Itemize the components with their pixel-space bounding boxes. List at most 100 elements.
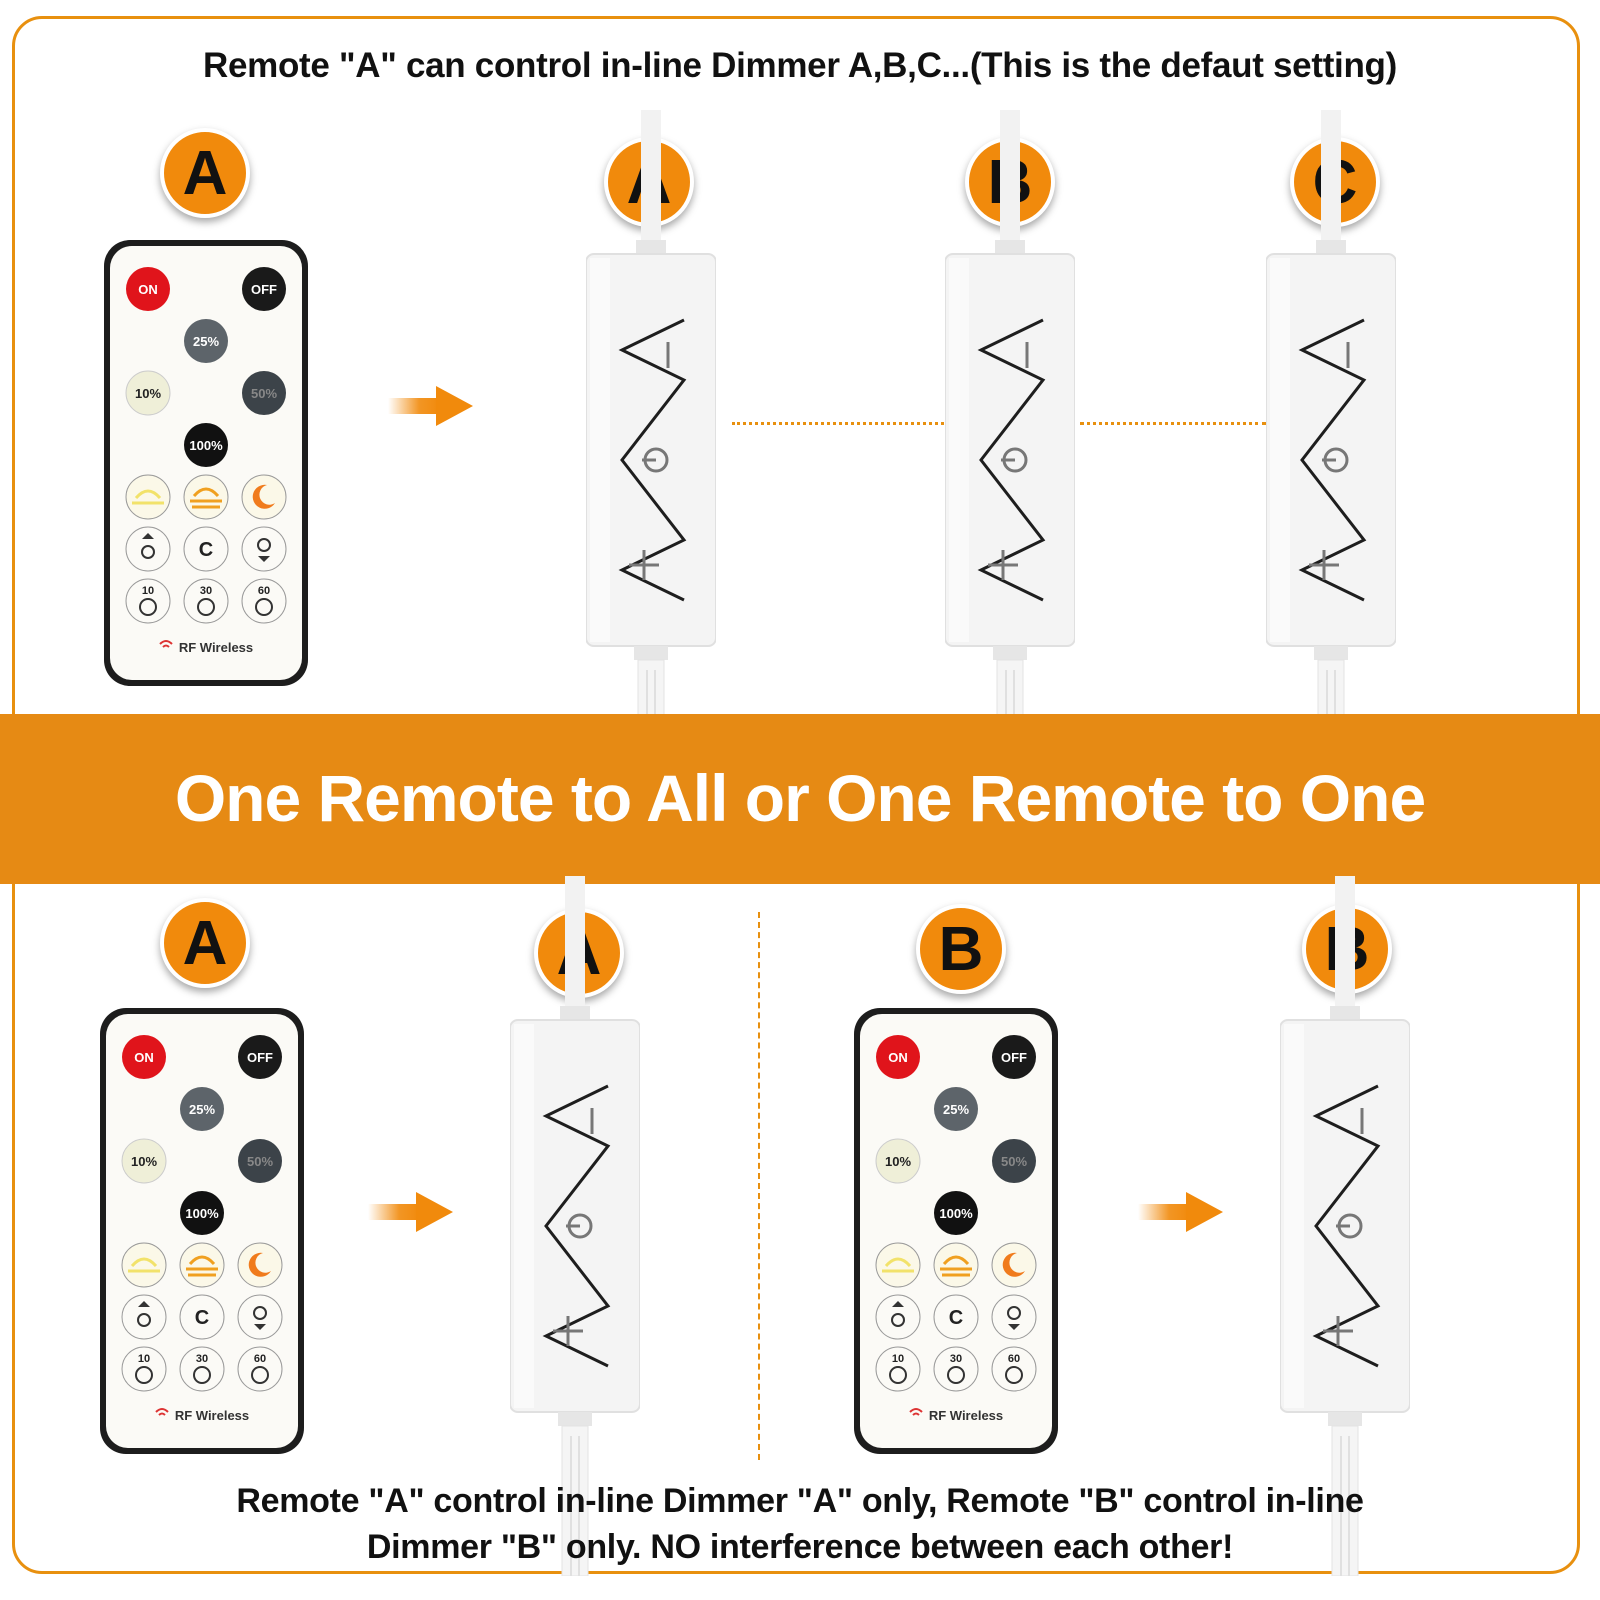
svg-text:10: 10 — [892, 1353, 904, 1365]
brightness-down-icon[interactable] — [237, 1294, 283, 1340]
sunrise-icon[interactable] — [125, 474, 171, 520]
timer-30-button[interactable]: 30 — [933, 1346, 979, 1392]
timer-60-button[interactable]: 60 — [241, 578, 287, 624]
sunrise-icon[interactable] — [875, 1242, 921, 1288]
svg-text:OFF: OFF — [247, 1050, 273, 1065]
color-button[interactable]: C — [183, 526, 229, 572]
brightness-50-button[interactable]: 50% — [238, 1139, 282, 1183]
brightness-10-button[interactable]: 10% — [125, 370, 171, 416]
brightness-down-icon[interactable] — [991, 1294, 1037, 1340]
color-button[interactable]: C — [179, 1294, 225, 1340]
svg-text:25%: 25% — [193, 334, 219, 349]
off-button[interactable]: OFF — [238, 1035, 282, 1079]
color-button[interactable]: C — [933, 1294, 979, 1340]
brightness-10-button[interactable]: 10% — [121, 1138, 167, 1184]
arrow-right-icon — [368, 1190, 453, 1234]
brightness-down-icon[interactable] — [241, 526, 287, 572]
brightness-10-button[interactable]: 10% — [875, 1138, 921, 1184]
timer-30-button[interactable]: 30 — [183, 578, 229, 624]
inline-dimmer-a — [586, 110, 716, 810]
brightness-25-button[interactable]: 25% — [934, 1087, 978, 1131]
badge-remote-b: B — [916, 904, 1006, 994]
off-button[interactable]: OFF — [992, 1035, 1036, 1079]
sunrise-icon[interactable] — [121, 1242, 167, 1288]
bottom-caption: Remote "A" control in-line Dimmer "A" on… — [150, 1478, 1450, 1570]
svg-text:10%: 10% — [131, 1154, 157, 1169]
timer-30-button[interactable]: 30 — [179, 1346, 225, 1392]
brightness-up-icon[interactable] — [875, 1294, 921, 1340]
sunset-icon[interactable] — [183, 474, 229, 520]
wireless-icon — [159, 640, 173, 648]
on-button[interactable]: ON — [876, 1035, 920, 1079]
svg-text:30: 30 — [200, 585, 212, 597]
bottom-caption-line2: Dimmer "B" only. NO interference between… — [366, 1528, 1234, 1566]
brightness-25-button[interactable]: 25% — [180, 1087, 224, 1131]
svg-text:10: 10 — [138, 1353, 150, 1365]
svg-text:25%: 25% — [189, 1102, 215, 1117]
svg-text:ON: ON — [888, 1050, 908, 1065]
svg-text:100%: 100% — [189, 438, 223, 453]
svg-text:60: 60 — [1008, 1353, 1020, 1365]
on-button[interactable]: ON — [122, 1035, 166, 1079]
dotted-link — [1080, 422, 1266, 425]
svg-text:30: 30 — [950, 1353, 962, 1365]
svg-text:100%: 100% — [185, 1206, 219, 1221]
on-button[interactable]: ON — [126, 267, 170, 311]
title-banner: One Remote to All or One Remote to One — [0, 714, 1600, 884]
bottom-caption-line1: Remote "A" control in-line Dimmer "A" on… — [236, 1482, 1364, 1520]
svg-text:OFF: OFF — [251, 282, 277, 297]
remote-brand-label: RF Wireless — [929, 1408, 1003, 1423]
svg-text:ON: ON — [138, 282, 158, 297]
svg-text:ON: ON — [134, 1050, 154, 1065]
svg-text:50%: 50% — [251, 386, 277, 401]
badge-remote-a: A — [160, 898, 250, 988]
inline-dimmer-b — [945, 110, 1075, 810]
brightness-up-icon[interactable] — [125, 526, 171, 572]
brightness-100-button[interactable]: 100% — [180, 1191, 224, 1235]
brightness-up-icon[interactable] — [121, 1294, 167, 1340]
wireless-icon — [155, 1408, 169, 1416]
svg-text:60: 60 — [258, 585, 270, 597]
svg-text:30: 30 — [196, 1353, 208, 1365]
badge-remote-a: A — [160, 128, 250, 218]
brightness-100-button[interactable]: 100% — [184, 423, 228, 467]
arrow-right-icon — [1138, 1190, 1223, 1234]
brightness-50-button[interactable]: 50% — [992, 1139, 1036, 1183]
svg-text:10: 10 — [142, 585, 154, 597]
svg-text:10%: 10% — [135, 386, 161, 401]
remote-control-a: ON OFF 25% 10% 50% 100% C 10 30 60 RF Wi… — [100, 1008, 304, 1454]
moon-icon[interactable] — [991, 1242, 1037, 1288]
svg-text:100%: 100% — [939, 1206, 973, 1221]
svg-text:25%: 25% — [943, 1102, 969, 1117]
svg-text:60: 60 — [254, 1353, 266, 1365]
brightness-50-button[interactable]: 50% — [242, 371, 286, 415]
timer-10-button[interactable]: 10 — [875, 1346, 921, 1392]
arrow-right-icon — [388, 384, 473, 428]
top-caption: Remote "A" can control in-line Dimmer A,… — [203, 46, 1397, 85]
svg-text:OFF: OFF — [1001, 1050, 1027, 1065]
brightness-25-button[interactable]: 25% — [184, 319, 228, 363]
brightness-100-button[interactable]: 100% — [934, 1191, 978, 1235]
svg-text:C: C — [949, 1307, 963, 1329]
remote-control: ON OFF 25% 10% 50% 100% C 10 30 60 RF Wi… — [104, 240, 308, 686]
inline-dimmer-c — [1266, 110, 1396, 810]
timer-10-button[interactable]: 10 — [121, 1346, 167, 1392]
remote-brand-label: RF Wireless — [175, 1408, 249, 1423]
timer-60-button[interactable]: 60 — [237, 1346, 283, 1392]
svg-text:10%: 10% — [885, 1154, 911, 1169]
sunset-icon[interactable] — [179, 1242, 225, 1288]
timer-60-button[interactable]: 60 — [991, 1346, 1037, 1392]
svg-text:C: C — [199, 539, 213, 561]
wireless-icon — [909, 1408, 923, 1416]
dotted-link — [732, 422, 944, 425]
remote-control-b: ON OFF 25% 10% 50% 100% C 10 30 60 RF Wi… — [854, 1008, 1058, 1454]
divider-line — [758, 912, 760, 1460]
moon-icon[interactable] — [237, 1242, 283, 1288]
off-button[interactable]: OFF — [242, 267, 286, 311]
timer-10-button[interactable]: 10 — [125, 578, 171, 624]
moon-icon[interactable] — [241, 474, 287, 520]
banner-title: One Remote to All or One Remote to One — [174, 761, 1426, 835]
svg-text:C: C — [195, 1307, 209, 1329]
sunset-icon[interactable] — [933, 1242, 979, 1288]
remote-brand-label: RF Wireless — [179, 640, 253, 655]
